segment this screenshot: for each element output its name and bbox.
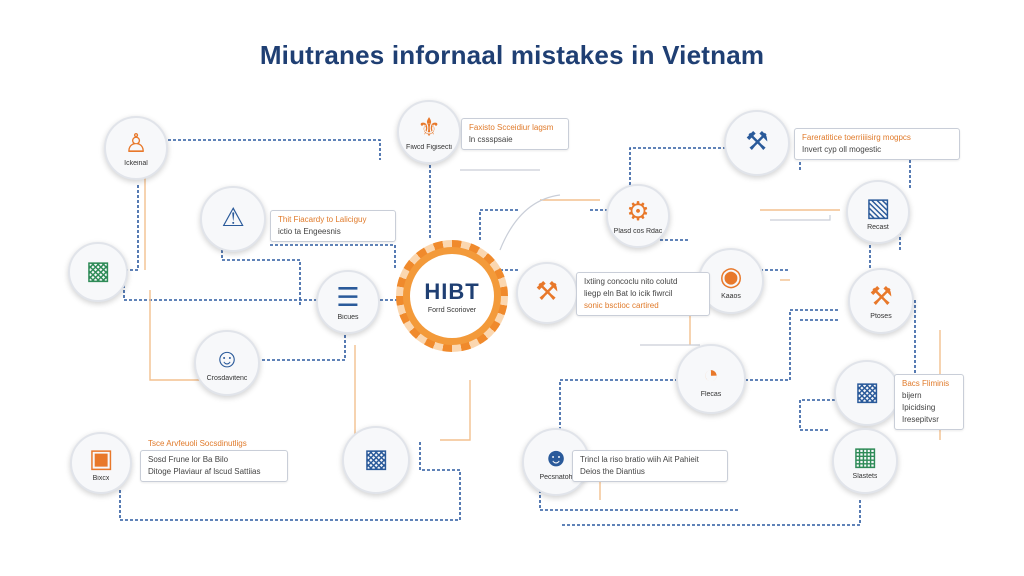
man-portrait-icon: ☻	[542, 441, 570, 472]
spreadsheet-icon: ▦	[852, 440, 878, 471]
document-list-icon: ☰	[336, 281, 360, 312]
robot-arm-icon: ⚒	[745, 126, 769, 156]
node-team-working: ⚒	[516, 262, 578, 324]
node-fiwcd-figisecti: ⚜ Fiwcd Figisecti	[397, 100, 461, 164]
pie-chart-icon: ◔	[703, 358, 719, 389]
node-pecsnatoh: ☻ Pecsnatoh	[522, 428, 590, 496]
node-browser-window: ▩	[342, 426, 410, 494]
callout-bottom-left: Sosd Frune lor Ba Bilo Ditoge Plaviaur a…	[140, 450, 288, 482]
callout-top-center: Faxisto Scceidiur lagsm ln cssspsaie	[461, 118, 569, 150]
callout-bottom-center: Trincl la riso bratio wiih Ait Pahieit D…	[572, 450, 728, 482]
node-person-laptop: ▩	[68, 242, 128, 302]
shopping-bag-icon: ▣	[88, 442, 114, 473]
note-bottom-left-heading: Tsce Arvfeuoli Socsdinutligs	[148, 439, 247, 448]
page-title: Miutranes infornaal mistakes in Vietnam	[259, 40, 765, 70]
node-bicues: ☰ Bicues	[316, 270, 380, 334]
node-warning-person: ⚠	[200, 186, 266, 252]
node-laptop-display: ▩	[834, 360, 900, 426]
person-laptop-icon: ▩	[85, 255, 111, 285]
node-ickeinal: ♙ Ickeinal	[104, 116, 168, 180]
node-flecas: ◔ Flecas	[676, 344, 746, 414]
callout-left: Thit Fiacardy to Laliciguy ictio ta Enge…	[270, 210, 396, 242]
node-plasd-cos-rdac: ⚙ Plasd cos Rdac	[606, 184, 670, 248]
hub-node: HIBT Forrd Scoriover	[410, 254, 494, 338]
coins-icon: ◉	[719, 260, 743, 291]
gear-icon: ⚙	[626, 195, 650, 226]
callout-right: Bacs Fliminis bijern Ipicidsing Iresepit…	[894, 374, 964, 430]
node-crosdavitenc: ☺ Crosdavitenc	[194, 330, 260, 396]
node-recast: ▧ Recast	[846, 180, 910, 244]
computer-monitor-icon: ▧	[865, 191, 891, 222]
hub-subtitle: Forrd Scoriover	[427, 306, 477, 314]
person-desk-icon: ♙	[124, 127, 148, 158]
handshake-icon: ⚜	[417, 111, 441, 142]
node-slastets: ▦ Slastets	[832, 428, 898, 494]
callout-center-right: Ixtiing concoclu nito colutd liegp eln B…	[576, 272, 710, 316]
node-ptoses: ⚒ Ptoses	[848, 268, 914, 334]
browser-window-icon: ▩	[363, 443, 389, 473]
node-robot-arm: ⚒	[724, 110, 790, 176]
factory-worker-icon: ⚒	[869, 280, 893, 311]
hub-title: HIBT	[424, 278, 480, 304]
smiling-person-icon: ☺	[213, 342, 241, 373]
node-bixcx: ▣ Bixcx	[70, 432, 132, 494]
callout-top-right: Fareratitice toerriiiisirg mogpcs Invert…	[794, 128, 960, 160]
team-working-icon: ⚒	[535, 276, 559, 306]
warning-person-icon: ⚠	[221, 202, 245, 232]
laptop-display-icon: ▩	[854, 376, 880, 406]
